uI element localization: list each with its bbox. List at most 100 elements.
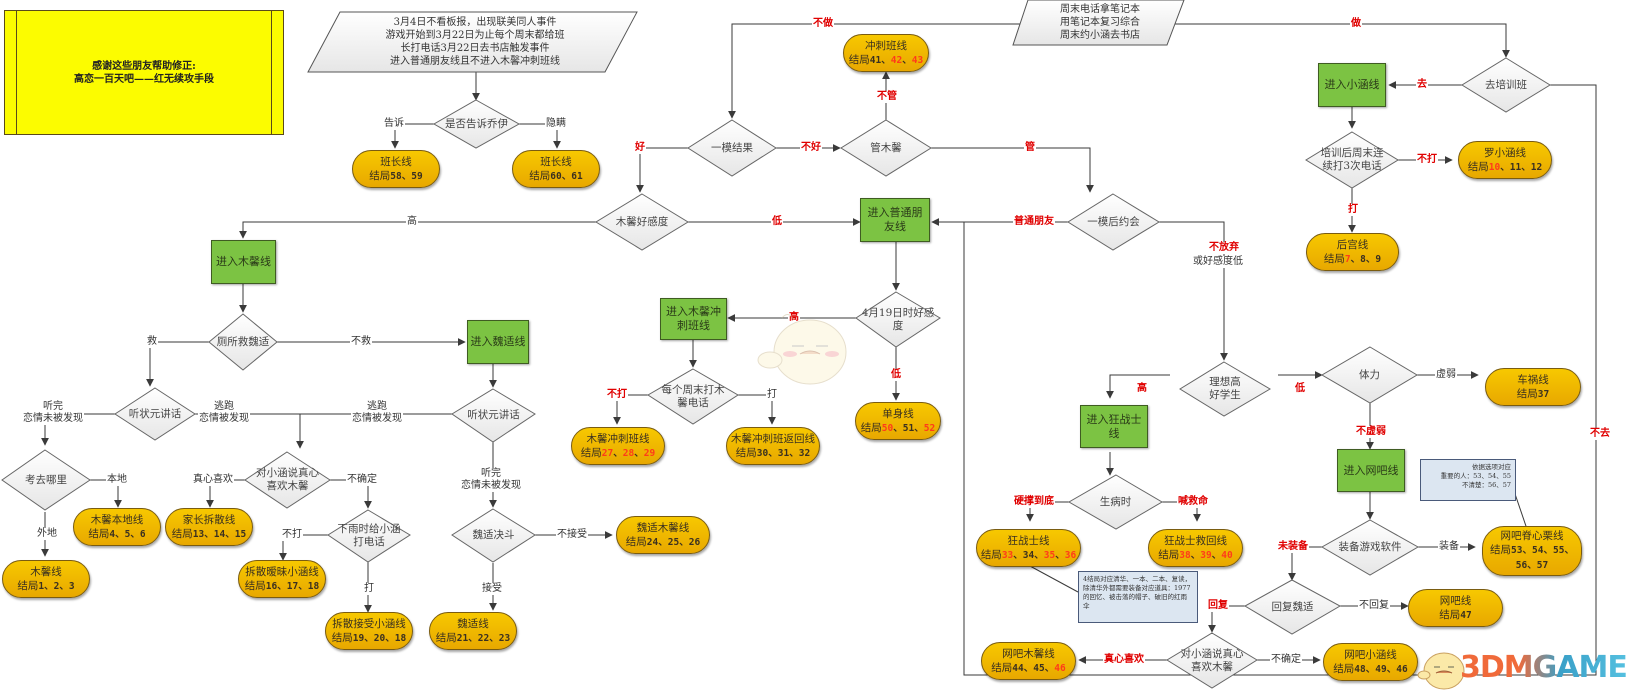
edge-label-run-a: 逃跑恋情被发现 — [198, 401, 250, 425]
edge-label-go: 去 — [1416, 79, 1428, 91]
io-right-line: 周末约小涵去书店 — [1060, 30, 1140, 41]
ending-number: 23 — [498, 632, 511, 644]
credits-note: 感谢这些朋友帮助修正: 高恋一百天吧——红无续攻手段 — [4, 10, 284, 135]
decision-care-muxin — [840, 119, 932, 177]
decision-muxin-affection — [595, 193, 689, 251]
ending-number: 7 — [1344, 253, 1351, 265]
ending-numbers: 结局48、49、46 — [1333, 662, 1408, 675]
ending-number: 3 — [68, 580, 75, 592]
ending-weishi: 魏适线结局21、22、23 — [429, 612, 517, 650]
io-right-shape — [1012, 0, 1185, 46]
edge-label-high-muxin: 高 — [406, 216, 418, 228]
ending-title: 狂战士线 — [1007, 534, 1050, 547]
edge-label-not-give-up: 不放弃 — [1208, 242, 1240, 254]
edge-label-call: 打 — [1347, 204, 1359, 216]
decision-go-training — [1461, 57, 1551, 113]
ending-number: 54 — [1532, 545, 1544, 556]
ending-number: 31 — [777, 447, 790, 459]
decision-april19-text: 4月19日时好感度 — [861, 306, 935, 332]
edge-label-do: 做 — [1350, 18, 1362, 30]
process-xiaohan: 进入小涵线 — [1318, 63, 1386, 107]
credits-line1: 感谢这些朋友帮助修正: — [92, 60, 196, 72]
mascot-icon — [757, 314, 847, 385]
ending-title: 单身线 — [882, 407, 914, 420]
edge-label-low-ideal: 低 — [1294, 383, 1306, 395]
decision-weekend-call-muxin — [647, 368, 739, 425]
process-muxin: 进入木馨线 — [211, 240, 276, 284]
ending-number: 24 — [646, 536, 659, 548]
ending-number: 38 — [1179, 549, 1191, 561]
edge-label-not-good: 不好 — [800, 142, 822, 154]
ending-car-crash: 车祸线结局37 — [1485, 368, 1581, 406]
ending-netcafe: 网吧线结局47 — [1408, 589, 1503, 627]
ending-number: 33 — [1001, 549, 1014, 561]
ending-number: 15 — [234, 528, 247, 540]
io-top: 3月4日不看板报，出现联美同人事件 游戏开始到3月22日为止每个周末都给班 长打… — [330, 12, 620, 72]
decision-mock-result — [687, 119, 777, 177]
decision-rainy-call — [327, 509, 411, 563]
edge-label-good: 好 — [634, 142, 646, 154]
decision-listen-b — [451, 388, 536, 443]
ending-weishi-muxin: 魏适木馨线结局24、25、26 — [616, 516, 710, 554]
ending-number: 60 — [550, 170, 562, 182]
ending-number: 56 — [1515, 560, 1528, 571]
ending-numbers: 结局50、51、52 — [860, 421, 936, 434]
ending-number: 53 — [1511, 545, 1523, 556]
ending-title: 班长线 — [540, 155, 572, 168]
edge-label-true-love-a: 真心喜欢 — [192, 474, 234, 486]
ending-title: 木馨冲刺班线 — [586, 432, 650, 445]
decision-where-exam — [1, 449, 91, 511]
ending-title: 网吧小涵线 — [1344, 648, 1397, 661]
edge-label-save: 救 — [146, 336, 158, 348]
ending-numbers: 结局7、8、9 — [1323, 252, 1382, 265]
ending-number: 2 — [53, 580, 60, 592]
decision-after-mock-date — [1067, 193, 1160, 251]
ending-single: 单身线结局50、51、52 — [855, 402, 941, 440]
edge-label-not-save: 不救 — [350, 336, 372, 348]
decision-install-software-text: 装备游戏软件 — [1338, 541, 1402, 553]
ending-title: 罗小涵线 — [1484, 146, 1526, 159]
decision-call-3-times — [1305, 131, 1399, 189]
process-weishi: 进入魏适线 — [467, 320, 529, 364]
ending-parents-split: 家长拆散线结局13、14、15 — [165, 508, 253, 546]
ending-numbers: 结局53、54、55、56、57 — [1490, 544, 1574, 571]
process-normal-friend: 进入普通朋友线 — [860, 198, 930, 242]
edge-label-weak: 虚弱 — [1435, 369, 1457, 381]
edge-label-not-call: 不打 — [1416, 154, 1438, 166]
edge-label-call-rain: 打 — [363, 583, 375, 595]
io-top-line: 游戏开始到3月22日为止每个周末都给班 — [385, 30, 565, 41]
ending-numbers: 结局41、42、43 — [848, 53, 924, 66]
ending-number: 42 — [890, 54, 903, 66]
io-top-shape — [307, 11, 638, 73]
edge-label-low-muxin: 低 — [771, 216, 783, 228]
ending-title: 拆散接受小涵线 — [332, 617, 406, 630]
decision-tell-xiaohan-a-text: 对小涵说真心喜欢木馨 — [256, 467, 319, 492]
edge-label-hide: 隐瞒 — [545, 118, 567, 130]
callout-berserker: 4结局对应清华、一本、二本、复读，除清华外都需要装备对应道具：1977的回忆、被… — [1078, 571, 1198, 623]
decision-muxin-affection-text: 木馨好感度 — [615, 215, 669, 228]
ending-numbers: 结局10、11、12 — [1467, 160, 1543, 173]
edge-label-finish-a: 听完恋情未被发现 — [22, 401, 84, 425]
edge-label-unsure-a: 不确定 — [346, 474, 378, 486]
ending-muxin-sprint-return: 木馨冲刺班返回线结局30、31、32 — [726, 427, 820, 465]
edge-label-accept: 接受 — [481, 583, 503, 595]
ending-luo-xiaohan: 罗小涵线结局10、11、12 — [1458, 141, 1552, 179]
ending-number: 46 — [1396, 663, 1408, 675]
ending-sprint: 冲刺班线结局41、42、43 — [843, 34, 929, 72]
decision-toilet-save-text: 厕所救魏适 — [216, 335, 270, 348]
edge-label-unsure-b: 不确定 — [1270, 654, 1302, 666]
edge-label-call-help: 喊救命 — [1177, 496, 1209, 508]
ending-number: 58 — [390, 170, 402, 182]
ending-number: 41 — [869, 54, 882, 66]
ending-muxin: 木馨线结局1、2、3 — [2, 560, 90, 598]
edge-label-call-weekend: 打 — [766, 389, 778, 401]
ending-numbers: 结局37 — [1516, 387, 1550, 400]
edge-label-not-call-weekend: 不打 — [606, 389, 628, 401]
ending-number: 45 — [1033, 662, 1045, 674]
ending-netcafe-xiaohan: 网吧小涵线结局48、49、46 — [1323, 643, 1418, 681]
ending-number: 27 — [601, 447, 614, 459]
io-top-line: 进入普通朋友线且不进入木馨冲刺班线 — [390, 56, 560, 67]
ending-number: 14 — [213, 528, 226, 540]
decision-install-software — [1320, 519, 1420, 576]
ending-number: 22 — [477, 632, 490, 644]
